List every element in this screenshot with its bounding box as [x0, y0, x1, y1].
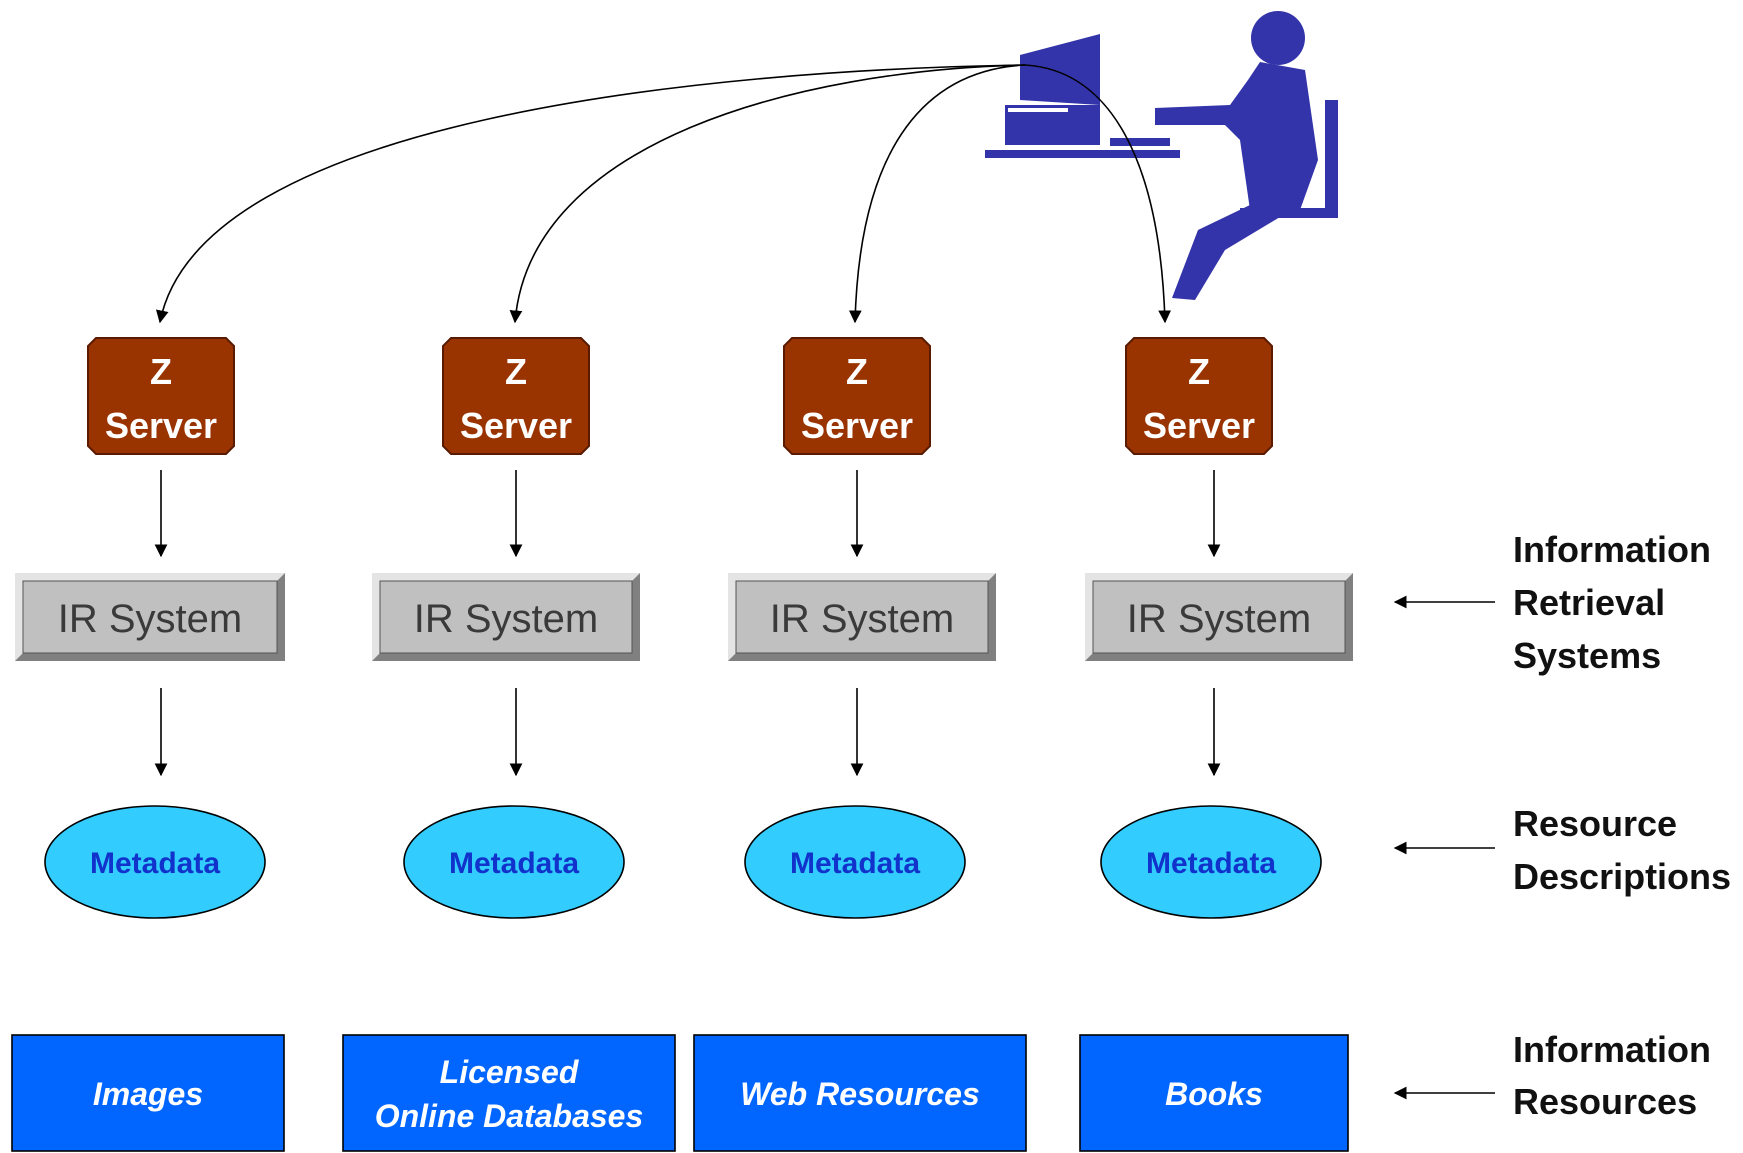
resource-box: Licensed Online Databases — [342, 1034, 676, 1152]
resource-label-line2: Online Databases — [375, 1098, 644, 1134]
z-server-box: Z Server — [87, 337, 235, 455]
link-to-server-4 — [1024, 64, 1172, 324]
resource-box: Books — [1079, 1034, 1349, 1152]
metadata-label: Metadata — [1146, 847, 1276, 880]
metadata-label: Metadata — [90, 847, 220, 880]
layer-metadata-line1: Resource — [1513, 803, 1677, 844]
layer-label-ir: Information Retrieval Systems — [1513, 529, 1711, 676]
column-licensed-online-databases: Z Server IR System Metadata Licensed Onl… — [342, 337, 676, 1152]
metadata-label: Metadata — [449, 847, 579, 880]
link-to-server-1 — [155, 64, 1026, 324]
link-to-server-3 — [848, 64, 1026, 324]
layer-ir-line3: Systems — [1513, 635, 1661, 676]
resource-label-line1: Images — [93, 1076, 203, 1112]
z-server-line1: Z — [846, 351, 868, 392]
layer-resources-line1: Information — [1513, 1029, 1711, 1070]
layer-label-metadata: Resource Descriptions — [1513, 803, 1731, 897]
ir-system-box: IR System — [1085, 573, 1353, 661]
z-server-line1: Z — [505, 351, 527, 392]
user-at-computer-icon — [985, 11, 1338, 300]
column-books: Z Server IR System Metadata Books — [1079, 337, 1353, 1152]
ir-system-label: IR System — [58, 597, 242, 641]
layer-arrows — [1393, 595, 1495, 1100]
ir-system-box: IR System — [728, 573, 996, 661]
metadata-ellipse: Metadata — [44, 805, 266, 919]
z-server-box: Z Server — [783, 337, 931, 455]
user-to-server-links — [155, 64, 1172, 324]
column-images: Z Server IR System Metadata Images — [11, 337, 285, 1152]
z-server-box: Z Server — [442, 337, 590, 455]
z-server-line2: Server — [801, 405, 913, 446]
metadata-ellipse: Metadata — [744, 805, 966, 919]
resource-label-line1: Licensed — [440, 1054, 580, 1090]
ir-system-label: IR System — [1127, 597, 1311, 641]
resource-box: Web Resources — [693, 1034, 1027, 1152]
ir-system-label: IR System — [414, 597, 598, 641]
ir-system-box: IR System — [372, 573, 640, 661]
layer-resources-line2: Resources — [1513, 1081, 1697, 1122]
link-to-server-2 — [509, 64, 1026, 324]
layer-label-resources: Information Resources — [1513, 1029, 1711, 1122]
z-server-line2: Server — [1143, 405, 1255, 446]
layer-ir-line2: Retrieval — [1513, 582, 1665, 623]
metadata-ellipse: Metadata — [403, 805, 625, 919]
resource-label-line1: Web Resources — [740, 1076, 980, 1112]
metadata-ellipse: Metadata — [1100, 805, 1322, 919]
resource-label-line1: Books — [1165, 1076, 1263, 1112]
column-web-resources: Z Server IR System Metadata Web Resource… — [693, 337, 1027, 1152]
layer-ir-line1: Information — [1513, 529, 1711, 570]
z-server-box: Z Server — [1125, 337, 1273, 455]
layer-metadata-line2: Descriptions — [1513, 856, 1731, 897]
z-server-line2: Server — [460, 405, 572, 446]
metadata-label: Metadata — [790, 847, 920, 880]
z-server-line2: Server — [105, 405, 217, 446]
ir-system-box: IR System — [15, 573, 285, 661]
ir-system-label: IR System — [770, 597, 954, 641]
resource-box: Images — [11, 1034, 285, 1152]
z-server-line1: Z — [150, 351, 172, 392]
z-server-line1: Z — [1188, 351, 1210, 392]
